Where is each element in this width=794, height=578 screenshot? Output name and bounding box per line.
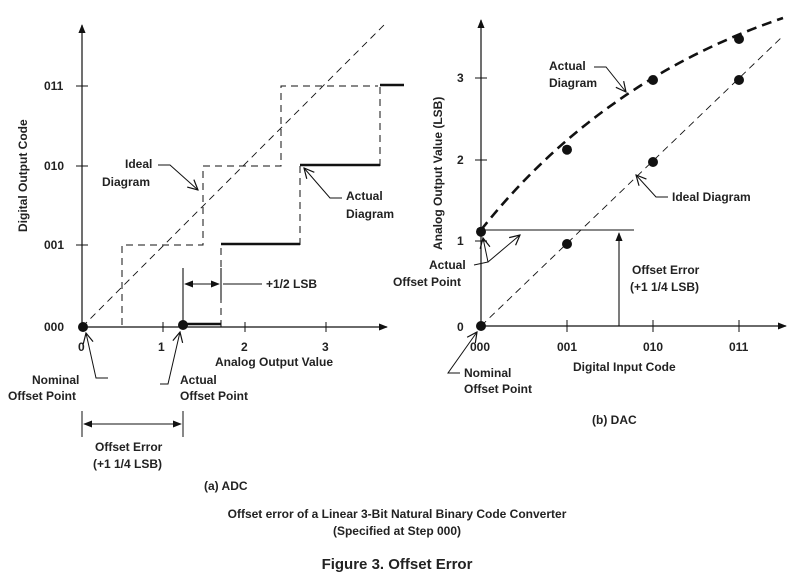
adc-actual-offset-label-line2: Offset Point bbox=[180, 389, 248, 403]
dac-actual-point-0 bbox=[476, 226, 486, 237]
adc-x-axis-label: Analog Output Value bbox=[215, 355, 333, 369]
dac-actual-offset-label-line1: Actual bbox=[429, 258, 466, 272]
dac-nominal-leader bbox=[447, 332, 477, 374]
dac-offset-error-label-line1: Offset Error bbox=[632, 263, 700, 277]
adc-offset-error-label-line2: (+1 1/4 LSB) bbox=[93, 457, 162, 471]
dac-x-tick-001: 001 bbox=[557, 340, 577, 354]
adc-ideal-label-line2: Diagram bbox=[102, 175, 150, 189]
adc-ideal-staircase bbox=[121, 85, 378, 325]
adc-offset-error-label-line1: Offset Error bbox=[95, 440, 163, 454]
dac-nominal-label-line1: Nominal bbox=[464, 366, 511, 380]
dac-actual-label-leader bbox=[594, 66, 626, 92]
adc-x-tick-0: 0 bbox=[78, 340, 85, 354]
adc-subcaption: (a) ADC bbox=[204, 479, 248, 493]
adc-actual-offset-leader bbox=[160, 332, 180, 385]
adc-nominal-leader bbox=[86, 333, 108, 379]
dac-ideal-point-2 bbox=[648, 157, 658, 167]
adc-half-lsb-label: +1/2 LSB bbox=[266, 277, 317, 291]
dac-nominal-label-line2: Offset Point bbox=[464, 382, 532, 396]
adc-y-axis-label: Digital Output Code bbox=[16, 119, 30, 232]
dac-actual-label-line1: Actual bbox=[549, 59, 586, 73]
adc-actual-label-leader bbox=[304, 168, 342, 199]
dac-actual-point-1 bbox=[562, 144, 572, 155]
dac-y-tick-2: 2 bbox=[457, 153, 464, 167]
dac-actual-label-line2: Diagram bbox=[549, 76, 597, 90]
figure-description-line1: Offset error of a Linear 3-Bit Natural B… bbox=[227, 507, 567, 521]
dac-y-tick-3: 3 bbox=[457, 71, 464, 85]
adc-actual-offset-point bbox=[178, 320, 188, 330]
adc-y-tick-010: 010 bbox=[44, 159, 64, 173]
dac-x-tick-010: 010 bbox=[643, 340, 663, 354]
adc-diagram: 000 001 010 011 0 1 2 3 Digital Output C… bbox=[8, 23, 404, 493]
dac-ideal-point-1 bbox=[562, 239, 572, 249]
dac-ideal-point-0 bbox=[476, 321, 486, 331]
dac-y-tick-1: 1 bbox=[457, 234, 464, 248]
dac-x-axis-label: Digital Input Code bbox=[573, 360, 676, 374]
adc-y-tick-011: 011 bbox=[44, 79, 64, 93]
dac-offset-error-label-line2: (+1 1/4 LSB) bbox=[630, 280, 699, 294]
adc-nominal-offset-point bbox=[78, 322, 88, 332]
adc-nominal-label-line2: Offset Point bbox=[8, 389, 76, 403]
dac-y-axis-label: Analog Output Value (LSB) bbox=[431, 97, 445, 250]
adc-actual-label-line1: Actual bbox=[346, 189, 383, 203]
dac-ideal-line bbox=[480, 35, 784, 327]
dac-x-tick-011: 011 bbox=[729, 340, 749, 354]
dac-x-tick-000: 000 bbox=[470, 340, 490, 354]
adc-y-tick-001: 001 bbox=[44, 238, 64, 252]
dac-actual-point-3 bbox=[734, 34, 744, 44]
dac-diagram: 0 1 2 3 000 001 010 011 Analog Output Va… bbox=[393, 16, 787, 427]
dac-actual-offset-label-line2: Offset Point bbox=[393, 275, 461, 289]
adc-ideal-label-line1: Ideal bbox=[125, 157, 152, 171]
adc-nominal-label-line1: Nominal bbox=[32, 373, 79, 387]
adc-x-tick-3: 3 bbox=[322, 340, 329, 354]
figure-title: Figure 3. Offset Error bbox=[321, 556, 473, 573]
adc-actual-label-line2: Diagram bbox=[346, 207, 394, 221]
dac-actual-point-2 bbox=[648, 75, 658, 85]
adc-ideal-label-leader bbox=[158, 164, 198, 190]
dac-ideal-label-leader bbox=[636, 175, 668, 198]
dac-ideal-point-3 bbox=[734, 75, 744, 85]
adc-y-tick-000: 000 bbox=[44, 320, 64, 334]
adc-x-tick-2: 2 bbox=[241, 340, 248, 354]
dac-ideal-label: Ideal Diagram bbox=[672, 190, 751, 204]
figure-description-line2: (Specified at Step 000) bbox=[332, 524, 462, 538]
adc-x-tick-1: 1 bbox=[158, 340, 165, 354]
dac-subcaption: (b) DAC bbox=[592, 413, 637, 427]
dac-y-tick-0: 0 bbox=[457, 320, 464, 334]
adc-actual-offset-label-line1: Actual bbox=[180, 373, 217, 387]
